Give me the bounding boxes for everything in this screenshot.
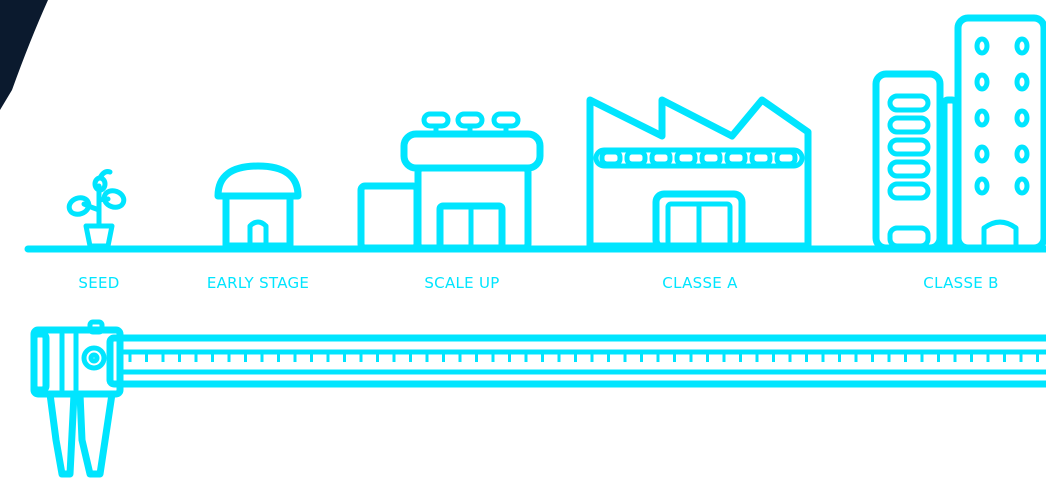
small-house-icon bbox=[214, 162, 302, 250]
caliper-icon bbox=[30, 319, 1046, 478]
shop-building-icon bbox=[357, 111, 544, 252]
sprout-in-pot-icon bbox=[66, 169, 127, 249]
factory-icon bbox=[586, 96, 812, 252]
stage-label-seed: SEED bbox=[78, 274, 120, 292]
caliper-scale-ticks bbox=[128, 352, 1039, 362]
stage-label-classe-b: CLASSE B bbox=[923, 274, 999, 292]
stage-label-classe-a: CLASSE A bbox=[662, 274, 738, 292]
dark-corner-shape bbox=[0, 0, 48, 110]
office-towers-icon bbox=[872, 14, 1046, 252]
stage-label-scale-up: SCALE UP bbox=[424, 274, 500, 292]
stage-label-early-stage: EARLY STAGE bbox=[206, 274, 310, 292]
